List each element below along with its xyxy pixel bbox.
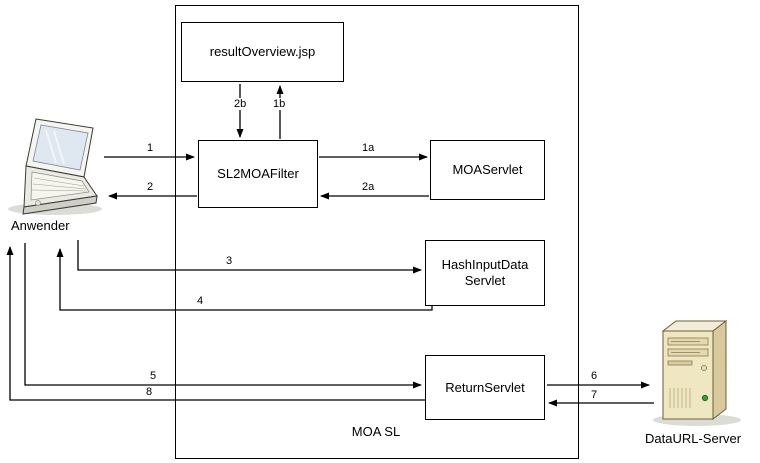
arrow-6-label: 6: [591, 370, 598, 382]
node-result-overview-jsp: resultOverview.jsp: [181, 22, 344, 82]
server-led: [701, 394, 709, 402]
arrow-5-label: 5: [150, 370, 157, 382]
arrow-1-label: 1: [147, 142, 154, 154]
node-moa-servlet-label: MOAServlet: [452, 162, 523, 177]
node-sl2moa-filter-label: SL2MOAFilter: [217, 166, 299, 181]
arrow-1a-label: 1a: [362, 142, 375, 154]
user-actor-label: Anwender: [11, 218, 70, 233]
arrow-2b-label: 2b: [233, 98, 248, 110]
arrow-2a-label: 2a: [362, 181, 375, 193]
server-icon: [653, 319, 741, 426]
arrow-3-label: 3: [226, 255, 233, 267]
node-hash-input-data-servlet-label: HashInputData Servlet: [441, 257, 529, 288]
node-moa-servlet: MOAServlet: [430, 140, 545, 200]
node-result-overview-jsp-label: resultOverview.jsp: [209, 44, 316, 59]
moa-sl-container: [175, 5, 579, 459]
arrow-7-label: 7: [591, 389, 598, 401]
node-return-servlet: ReturnServlet: [425, 355, 545, 420]
arrow-2-label: 2: [147, 181, 154, 193]
moa-sl-container-label: MOA SL: [351, 424, 401, 439]
server-actor-label: DataURL-Server: [645, 431, 742, 446]
node-sl2moa-filter: SL2MOAFilter: [198, 140, 318, 208]
arrow-8-label: 8: [146, 386, 153, 398]
arrow-1b-label: 1b: [272, 98, 287, 110]
laptop-icon: [8, 118, 102, 215]
node-return-servlet-label: ReturnServlet: [445, 379, 525, 395]
node-hash-input-data-servlet: HashInputData Servlet: [425, 240, 545, 306]
arrow-4-label: 4: [197, 295, 204, 307]
